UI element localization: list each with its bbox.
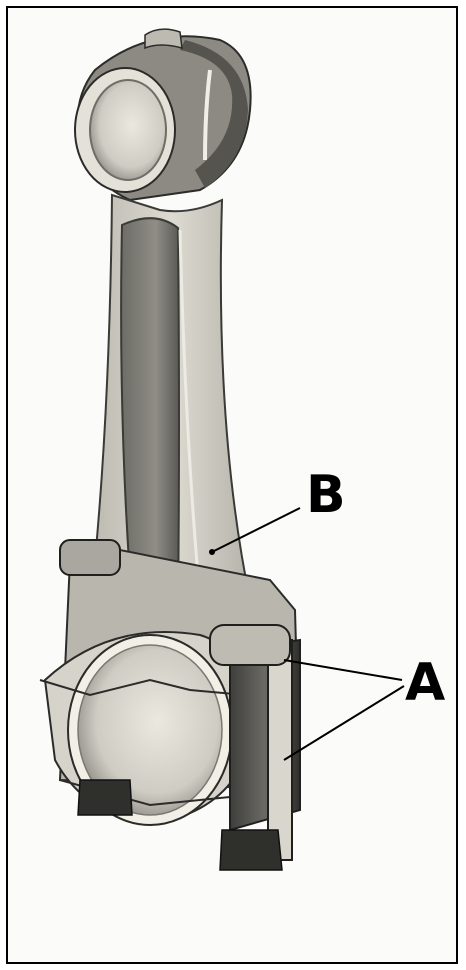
label-b: B: [306, 465, 346, 525]
small-end: [75, 29, 251, 200]
label-a: A: [405, 653, 445, 713]
big-end: [40, 540, 300, 870]
